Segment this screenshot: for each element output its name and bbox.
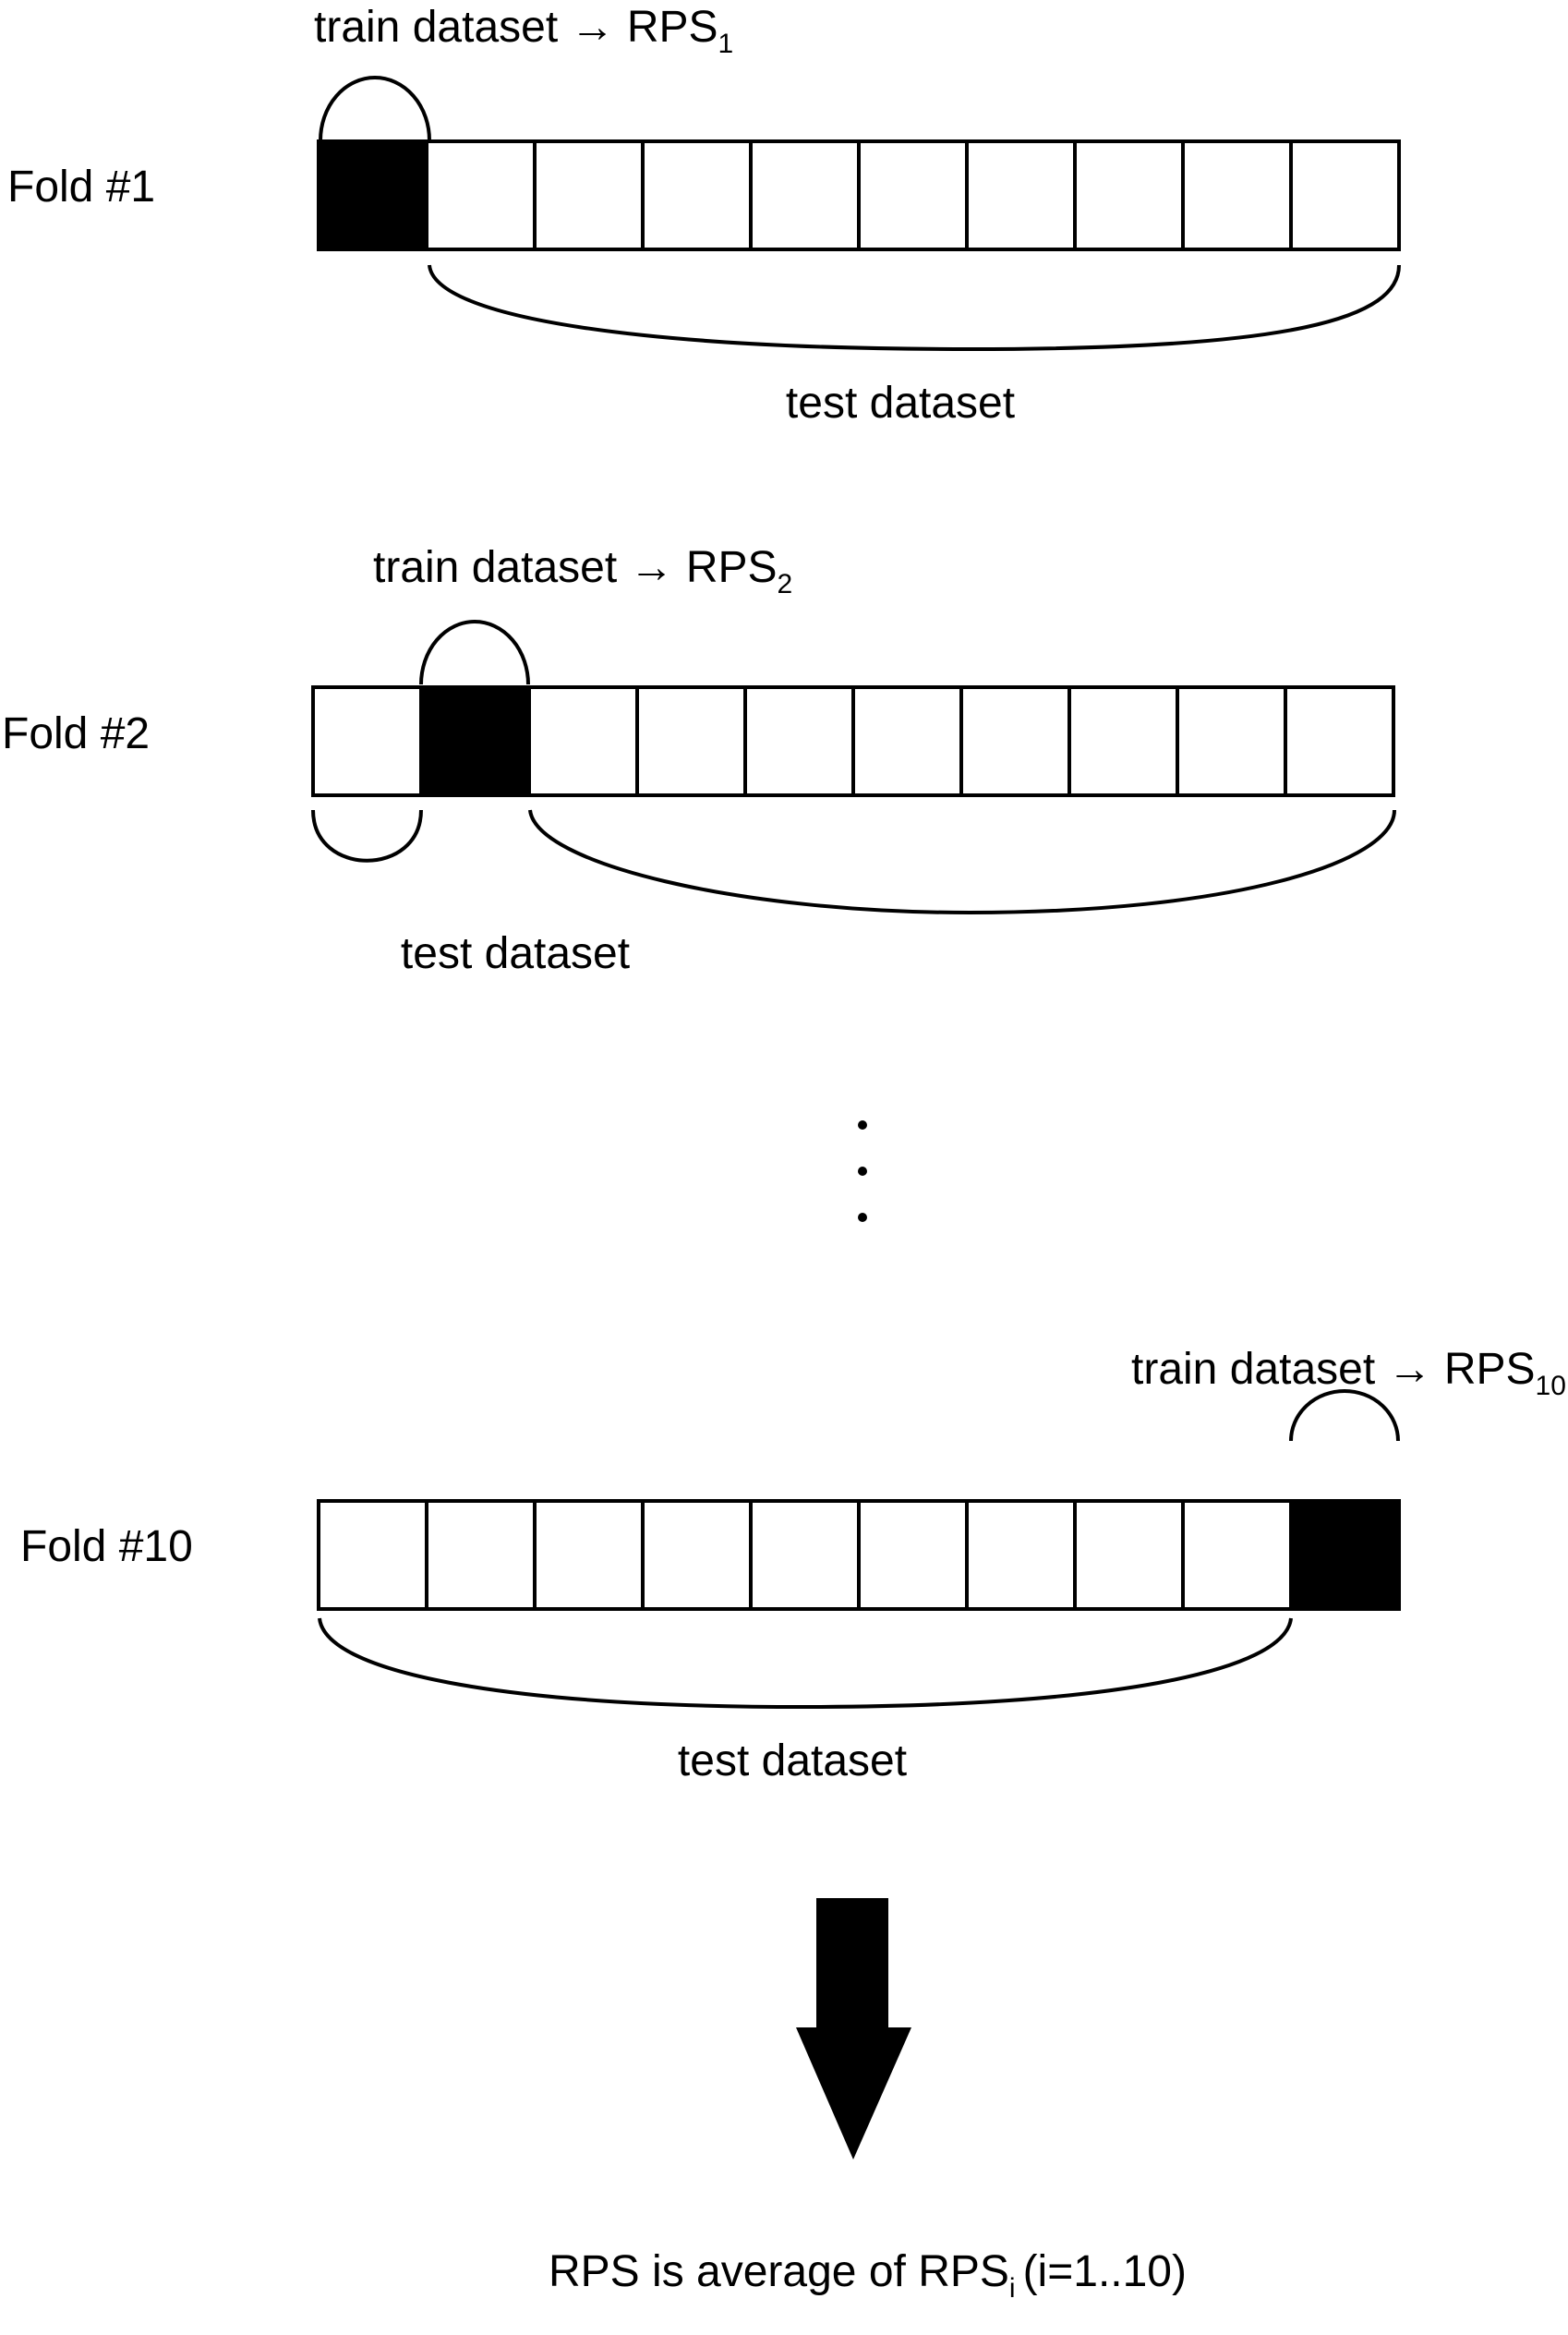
fold-1-train-brace <box>319 76 431 141</box>
fold-2-test-brace-right <box>528 809 1396 915</box>
fold-1-test-brace <box>428 264 1401 352</box>
fold-2-train-text: train dataset → RPS <box>373 543 778 592</box>
fold-1-train-label: train dataset → RPS1 <box>314 3 733 59</box>
test-fold-cell <box>857 1499 969 1611</box>
test-fold-cell <box>1289 139 1401 251</box>
fold-10: Fold #10 train dataset → RPS10 test data… <box>20 1345 1566 1785</box>
test-fold-cell <box>965 139 1077 251</box>
fold-1: Fold #1 train dataset → RPS1 test datase… <box>7 3 1401 428</box>
test-fold-cell <box>851 685 963 797</box>
test-fold-cell <box>749 1499 861 1611</box>
fold-2-label: Fold #2 <box>2 709 150 758</box>
test-fold-cell <box>857 139 969 251</box>
test-fold-cell <box>533 139 645 251</box>
conclusion-suffix: (i=1..10) <box>1023 2247 1187 2296</box>
test-fold-cell <box>1073 139 1185 251</box>
train-fold-cell <box>1289 1499 1401 1611</box>
fold-1-test-label: test dataset <box>786 379 1015 428</box>
test-fold-cell <box>317 1499 428 1611</box>
fold-1-train-text: train dataset → RPS <box>314 3 718 52</box>
fold-1-cells <box>317 139 1401 251</box>
fold-2-cells <box>311 685 1395 797</box>
down-arrow-icon <box>796 1898 911 2160</box>
fold-10-test-brace <box>318 1617 1293 1710</box>
test-fold-cell <box>1181 139 1293 251</box>
fold-2: Fold #2 train dataset → RPS2 test datase… <box>2 543 1396 978</box>
test-fold-cell <box>1181 1499 1293 1611</box>
test-fold-cell <box>965 1499 1077 1611</box>
test-fold-cell <box>959 685 1071 797</box>
test-fold-cell <box>641 1499 753 1611</box>
test-fold-cell <box>1067 685 1179 797</box>
test-fold-cell <box>425 1499 537 1611</box>
test-fold-cell <box>527 685 639 797</box>
fold-10-cells <box>317 1499 1401 1611</box>
fold-2-train-brace <box>419 620 530 685</box>
train-fold-cell <box>317 139 428 251</box>
test-fold-cell <box>311 685 423 797</box>
fold-2-test-brace-left <box>311 809 423 863</box>
fold-10-train-label: train dataset → RPS10 <box>1131 1345 1566 1401</box>
fold-1-train-subscript: 1 <box>718 29 734 59</box>
ellipsis-dots <box>858 1120 867 1222</box>
fold-10-test-label: test dataset <box>678 1736 907 1785</box>
fold-10-train-subscript: 10 <box>1536 1371 1566 1401</box>
fold-2-test-label: test dataset <box>401 929 630 978</box>
test-fold-cell <box>1284 685 1395 797</box>
fold-2-train-subscript: 2 <box>778 569 793 599</box>
fold-2-train-label: train dataset → RPS2 <box>373 543 792 599</box>
test-fold-cell <box>635 685 747 797</box>
fold-10-train-text: train dataset → RPS <box>1131 1345 1536 1394</box>
test-fold-cell <box>743 685 855 797</box>
test-fold-cell <box>533 1499 645 1611</box>
fold-10-train-brace <box>1289 1389 1400 1442</box>
test-fold-cell <box>1176 685 1287 797</box>
test-fold-cell <box>749 139 861 251</box>
fold-10-label: Fold #10 <box>20 1522 193 1571</box>
test-fold-cell <box>641 139 753 251</box>
conclusion-prefix: RPS is average of RPS <box>549 2247 1009 2296</box>
conclusion-subscript: i <box>1009 2273 1016 2304</box>
ellipsis-dot <box>858 1120 867 1130</box>
fold-1-label: Fold #1 <box>7 163 155 212</box>
conclusion-text: RPS is average of RPSi(i=1..10) <box>549 2247 1187 2304</box>
ellipsis-dot <box>858 1167 867 1176</box>
ellipsis-dot <box>858 1213 867 1222</box>
test-fold-cell <box>1073 1499 1185 1611</box>
test-fold-cell <box>425 139 537 251</box>
train-fold-cell <box>419 685 531 797</box>
